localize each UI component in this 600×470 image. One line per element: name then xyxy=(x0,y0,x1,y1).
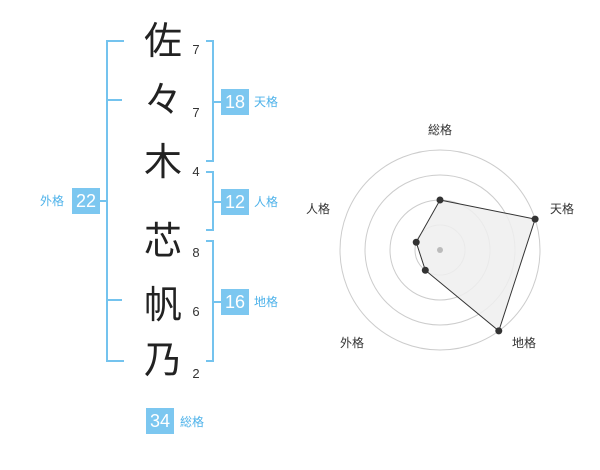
gaikaku-connector xyxy=(98,200,106,202)
radar-label-chikaku: 地格 xyxy=(512,335,536,350)
gaikaku-tick-upper xyxy=(106,99,122,101)
jinkaku-label: 人格 xyxy=(254,195,279,209)
stroke-count-1: 7 xyxy=(192,42,200,57)
radar-point xyxy=(421,266,429,274)
name-char-2: 々 xyxy=(143,78,182,122)
radar-ring xyxy=(339,149,541,351)
jinkaku-connector xyxy=(214,201,221,203)
stroke-count-3: 4 xyxy=(192,164,200,179)
stroke-count-4: 8 xyxy=(192,245,200,260)
name-char-6: 乃 xyxy=(143,338,182,382)
stroke-count-6: 2 xyxy=(192,366,200,381)
radar-label-tenkaku: 天格 xyxy=(550,201,574,216)
chikaku-connector xyxy=(214,301,221,303)
radar-point xyxy=(436,196,444,204)
tenkaku-label: 天格 xyxy=(254,95,279,109)
name-char-5: 帆 xyxy=(143,283,182,327)
gaikaku-bracket xyxy=(106,40,124,362)
gaikaku-badge: 22 xyxy=(72,188,100,214)
radar-point xyxy=(412,238,420,246)
gaikaku-label: 外格 xyxy=(40,194,65,208)
name-char-4: 芯 xyxy=(143,219,182,263)
name-char-1: 佐 xyxy=(143,19,182,63)
radar-center-dot xyxy=(437,247,443,253)
chikaku-badge: 16 xyxy=(221,289,249,315)
radar-point xyxy=(531,215,539,223)
jinkaku-bracket xyxy=(206,171,214,231)
tenkaku-connector xyxy=(214,101,221,103)
radar-label-jinkaku: 人格 xyxy=(306,201,330,216)
tenkaku-bracket xyxy=(206,40,214,162)
gaikaku-tick-lower xyxy=(106,299,122,301)
radar-label-gaikaku: 外格 xyxy=(340,335,364,350)
chikaku-label: 地格 xyxy=(254,295,279,309)
name-char-3: 木 xyxy=(143,140,182,184)
tenkaku-badge: 18 xyxy=(221,89,249,115)
stroke-count-2: 7 xyxy=(192,105,200,120)
chikaku-bracket xyxy=(206,240,214,362)
jinkaku-badge: 12 xyxy=(221,189,249,215)
soukaku-badge: 34 xyxy=(146,408,174,434)
radar-point xyxy=(495,327,503,335)
radar-label-soukaku: 総格 xyxy=(428,122,452,137)
radar-points xyxy=(412,196,539,335)
soukaku-label: 総格 xyxy=(180,415,205,429)
radar-polygon xyxy=(415,199,536,332)
stroke-count-5: 6 xyxy=(192,304,200,319)
